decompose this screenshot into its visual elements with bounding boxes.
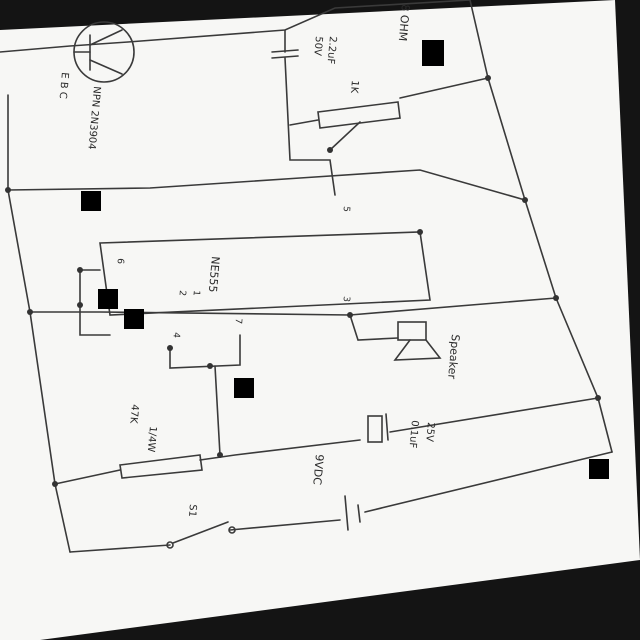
battery-voltage-label: 9VDC xyxy=(310,454,326,486)
switch-lever xyxy=(172,521,229,544)
ic-pin-5-label: 5 xyxy=(341,206,351,213)
resistor-r1 xyxy=(119,454,203,479)
ic-pin-6-label: 6 xyxy=(114,258,124,265)
ic-pin-2-label: 2 xyxy=(177,290,187,297)
schematic-labels: E B C NPN 2N3904 2.2uF 50V 1K 8 OHM NE55… xyxy=(57,4,462,518)
speaker-load-label: 8 OHM xyxy=(396,4,412,42)
ic-pin-3-label: 3 xyxy=(341,296,351,303)
battery-long-plate xyxy=(344,495,349,531)
junction-dots xyxy=(5,75,601,487)
cap-top-voltage-label: 50V xyxy=(311,36,324,57)
transistor-pins-label: E B C xyxy=(57,72,70,99)
ic-pin-7-label: 7 xyxy=(233,318,243,325)
resistor-tolerance-label: 1/4W xyxy=(145,426,158,453)
speaker-body xyxy=(397,321,427,341)
switch-contact-a xyxy=(166,541,174,549)
ic-pin-4-label: 4 xyxy=(170,332,180,339)
ic-name-label: NE555 xyxy=(206,256,222,293)
resistor-value-label: 47K xyxy=(127,404,140,425)
speaker-name-label: Speaker xyxy=(445,334,462,380)
switch-contact-b xyxy=(228,526,236,534)
cap-bottom-voltage-label: 25V xyxy=(423,422,436,443)
switch-label: S1 xyxy=(186,504,198,518)
trimmer-value-label: 1K xyxy=(348,80,360,94)
bottom-capacitor xyxy=(367,415,383,443)
trimmer-pot xyxy=(317,101,401,129)
cap-bottom-value-label: 0.1uF xyxy=(407,420,420,449)
redaction-blocks xyxy=(81,40,609,479)
cap-top-value-label: 2.2uF xyxy=(325,36,338,65)
ic-pin-1-label: 1 xyxy=(191,290,201,297)
